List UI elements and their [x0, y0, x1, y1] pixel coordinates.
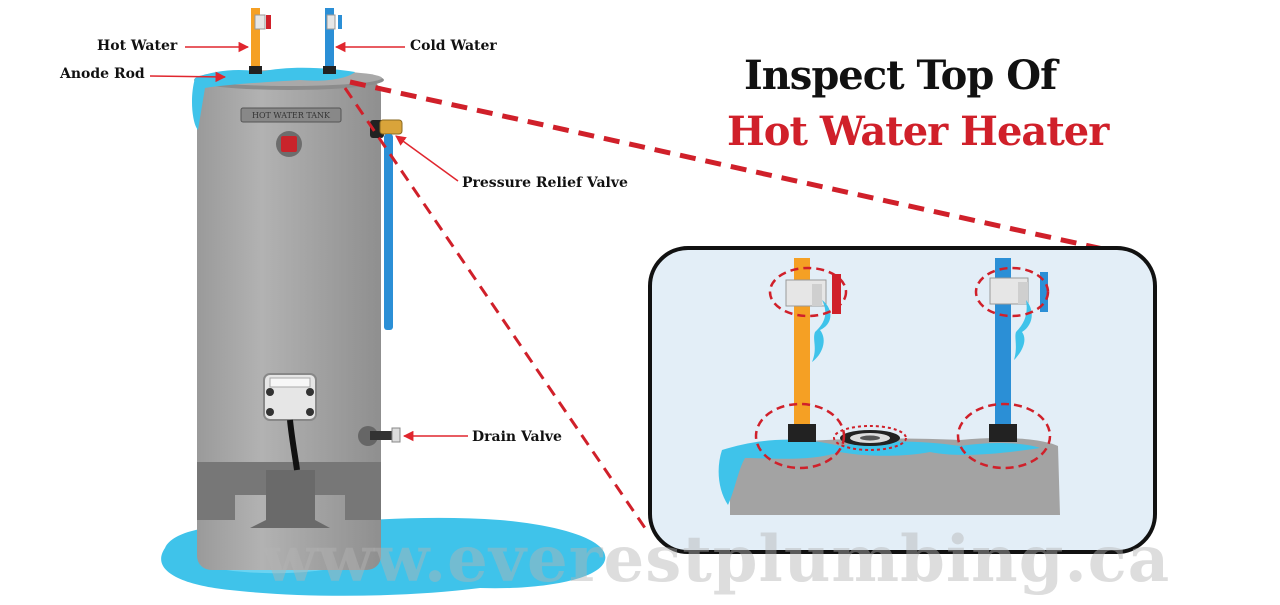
- pressure-relief-arrow: [395, 135, 459, 182]
- inspect-circle-hot-valve: [768, 266, 848, 318]
- anode-rod-arrow: [149, 71, 227, 83]
- heading-line-2: Hot Water Heater: [727, 108, 1109, 155]
- leader-line-bottom: [343, 87, 647, 529]
- label-anode-rod: Anode Rod: [60, 66, 145, 82]
- cold-water-pipe: [323, 8, 342, 74]
- label-pressure-relief-valve: Pressure Relief Valve: [462, 175, 628, 191]
- tank-badge-label: HOT WATER TANK: [252, 111, 330, 120]
- inspect-circle-cold-valve: [974, 266, 1050, 318]
- heading-line-1: Inspect Top Of: [744, 52, 1057, 99]
- label-hot-water: Hot Water: [97, 38, 178, 54]
- inset-panel: [648, 246, 1157, 554]
- inspect-circle-hot-base: [754, 402, 846, 470]
- pressure-relief-valve: [370, 119, 403, 330]
- top-water-spill: [191, 67, 355, 130]
- water-heater-tank: [191, 67, 401, 570]
- watermark: www.everestplumbing.ca: [262, 522, 1171, 597]
- inset-water: [718, 439, 1040, 505]
- leader-line-top: [349, 79, 1131, 258]
- inspect-circle-anode: [833, 425, 907, 451]
- hot-water-pipe: [249, 8, 271, 74]
- label-cold-water: Cold Water: [410, 38, 497, 54]
- inspect-circle-cold-base: [956, 402, 1052, 470]
- label-drain-valve: Drain Valve: [472, 429, 562, 445]
